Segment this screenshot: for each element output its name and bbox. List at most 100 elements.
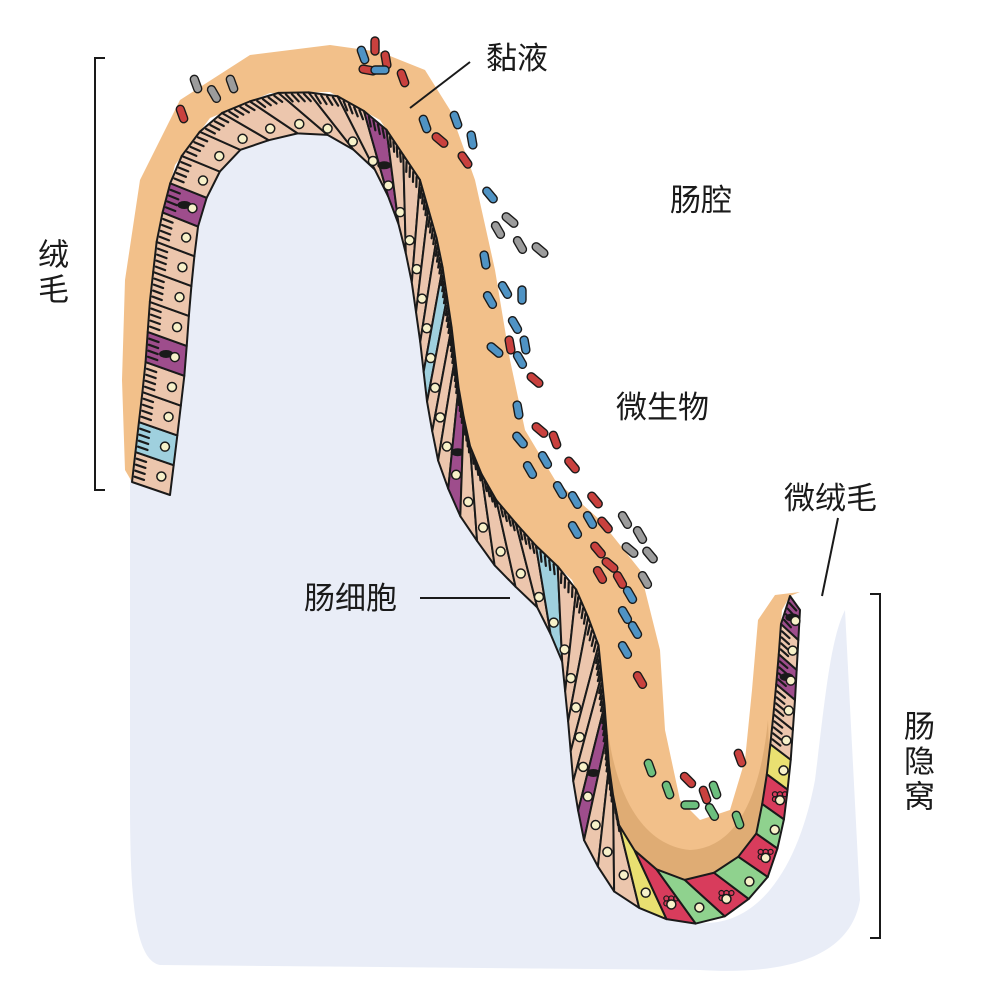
bacterium: [517, 285, 527, 305]
microvilli: [405, 160, 418, 189]
microvilli: [173, 161, 192, 184]
goblet-granule: [450, 448, 465, 457]
bacterium: [582, 510, 598, 530]
bacterium: [617, 640, 633, 660]
microvilli: [146, 337, 160, 362]
microvilli: [539, 550, 556, 576]
nucleus: [462, 496, 474, 508]
nucleus: [694, 902, 705, 913]
nucleus: [721, 893, 732, 905]
bacterium: [370, 65, 390, 75]
goblet-granule: [159, 349, 174, 358]
mucus-leader-line: [409, 61, 471, 109]
microbes-group: [175, 36, 747, 830]
bacterium: [643, 758, 657, 778]
bacterium: [704, 802, 720, 822]
nucleus: [174, 291, 185, 303]
bacterium: [457, 151, 473, 169]
microvilli: [342, 99, 365, 121]
nucleus: [769, 824, 781, 836]
nucleus: [565, 672, 577, 684]
goblet-granule: [377, 161, 392, 170]
nucleus: [618, 869, 629, 881]
bacterium: [567, 490, 583, 510]
enterocyte-cell: [137, 391, 182, 437]
bacterium: [733, 748, 747, 768]
microvilli: [499, 505, 516, 532]
bacterium: [601, 557, 619, 573]
nucleus: [383, 180, 394, 191]
bacterium: [592, 565, 608, 585]
bacterium: [449, 110, 463, 130]
nucleus: [197, 175, 209, 186]
paneth-cell: [683, 871, 750, 918]
bacterium: [206, 84, 222, 104]
microvilli: [771, 720, 784, 747]
microvilli: [133, 457, 148, 482]
villus-label: 绒毛: [32, 238, 68, 308]
bacterium: [531, 242, 549, 258]
bacterium: [597, 516, 613, 534]
bacterium: [512, 431, 528, 449]
nucleus: [264, 123, 276, 134]
bacterium: [486, 342, 504, 358]
mucus-layer: [122, 45, 800, 880]
microvilli: [440, 274, 447, 305]
bacterium: [632, 525, 648, 545]
bacterium: [466, 130, 478, 150]
bacterium: [225, 74, 239, 94]
microvilli: [140, 397, 155, 422]
nucleus: [559, 644, 570, 655]
microvilli: [388, 135, 402, 163]
nucleus: [760, 852, 771, 864]
paneth-granule: [728, 889, 735, 897]
villus-bracket: [94, 57, 105, 491]
microvilli: [367, 115, 386, 139]
bacterium: [567, 520, 583, 540]
bacterium: [490, 220, 506, 240]
nucleus: [744, 876, 755, 887]
bacterium: [512, 400, 524, 420]
bacterium: [519, 335, 531, 355]
bacterium: [661, 780, 675, 800]
nucleus: [429, 382, 441, 394]
microvilli: [601, 712, 608, 743]
bacterium: [512, 350, 528, 370]
nucleus: [495, 546, 506, 557]
nucleus: [347, 136, 359, 147]
crypt-mucus: [605, 700, 770, 885]
crypt-label: 肠隐窝: [898, 710, 934, 815]
microvilli: [608, 772, 614, 803]
bacterium: [537, 450, 553, 470]
nucleus: [450, 469, 462, 481]
bacterium: [552, 480, 568, 500]
bacterium: [396, 68, 410, 88]
nucleus: [548, 617, 559, 628]
bacterium: [431, 132, 449, 148]
nucleus: [214, 150, 225, 162]
crypt-bracket: [870, 593, 881, 939]
microvilli: [594, 652, 602, 683]
nucleus: [783, 705, 794, 716]
bacterium: [590, 541, 606, 559]
microvilli: [449, 334, 456, 365]
nucleus: [787, 645, 798, 656]
nucleus: [590, 819, 601, 831]
bacterium: [370, 36, 380, 56]
microvilli: [779, 630, 791, 658]
microvilli: [186, 136, 209, 157]
microvilli: [575, 596, 587, 625]
bacterium: [564, 456, 580, 474]
microvilli: [427, 215, 436, 246]
paneth-granule: [781, 791, 789, 798]
bacterium: [617, 510, 633, 530]
nucleus: [367, 155, 379, 167]
nucleus: [163, 411, 174, 423]
enterocyte-label: 肠细胞: [304, 581, 397, 617]
bacterium: [189, 74, 203, 94]
lumen-label: 肠腔: [670, 183, 732, 219]
bacterium: [526, 372, 544, 388]
bacterium: [356, 45, 370, 65]
enterocyte-cell: [221, 100, 299, 142]
